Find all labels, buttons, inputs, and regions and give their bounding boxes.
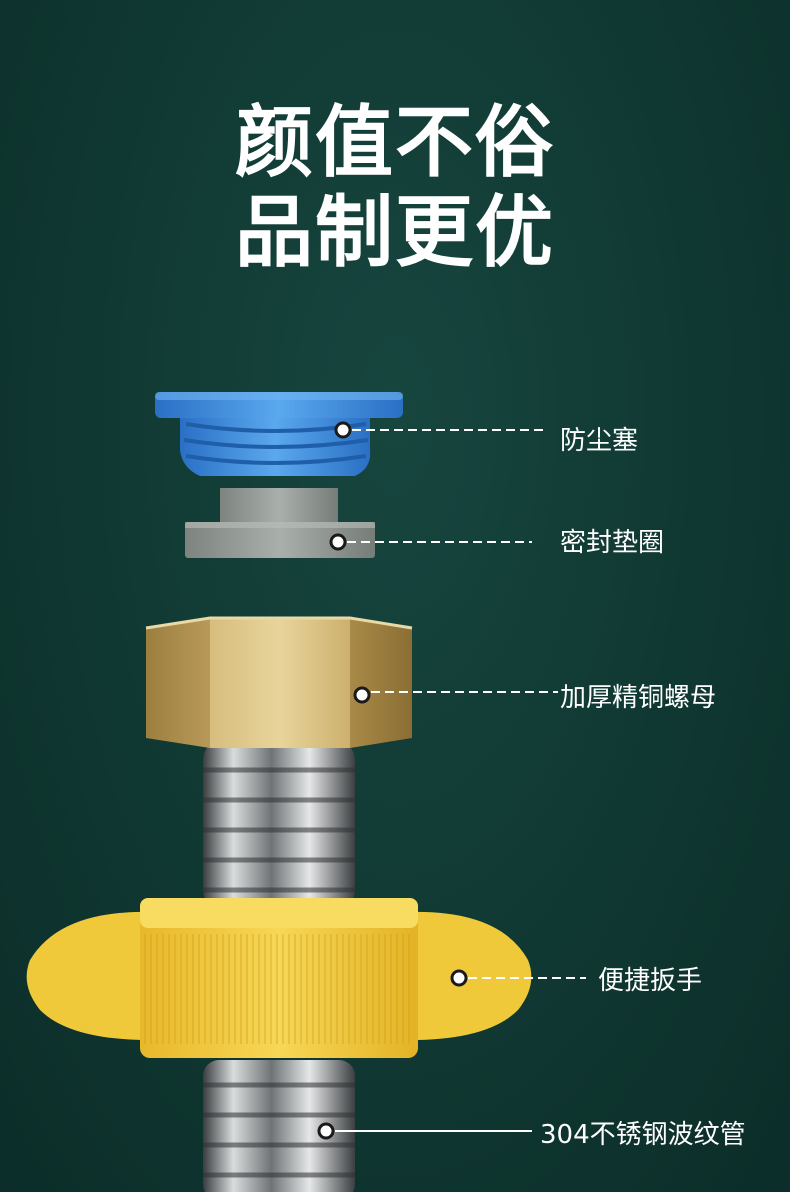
callout-dust-plug	[334, 421, 545, 439]
label-sealing-gasket: 密封垫圈	[560, 528, 665, 558]
brass-nut	[145, 616, 413, 748]
callout-brass-nut	[353, 686, 558, 704]
callout-steel-hose	[317, 1122, 532, 1140]
wrench	[26, 898, 532, 1058]
steel-hose-upper	[203, 740, 355, 910]
steel-hose-lower	[203, 1060, 355, 1192]
label-brass-nut: 加厚精铜螺母	[560, 683, 717, 713]
label-wrench: 便捷扳手	[598, 966, 703, 996]
callout-wrench	[450, 969, 586, 987]
headline-line-1: 颜值不俗	[234, 98, 555, 188]
callout-sealing-gasket	[329, 533, 532, 551]
headline-line-2: 品制更优	[234, 188, 555, 278]
label-steel-hose: 304不锈钢波纹管	[540, 1120, 746, 1150]
dust-plug	[155, 392, 403, 476]
label-dust-plug: 防尘塞	[560, 426, 639, 456]
sealing-gasket	[185, 488, 375, 558]
